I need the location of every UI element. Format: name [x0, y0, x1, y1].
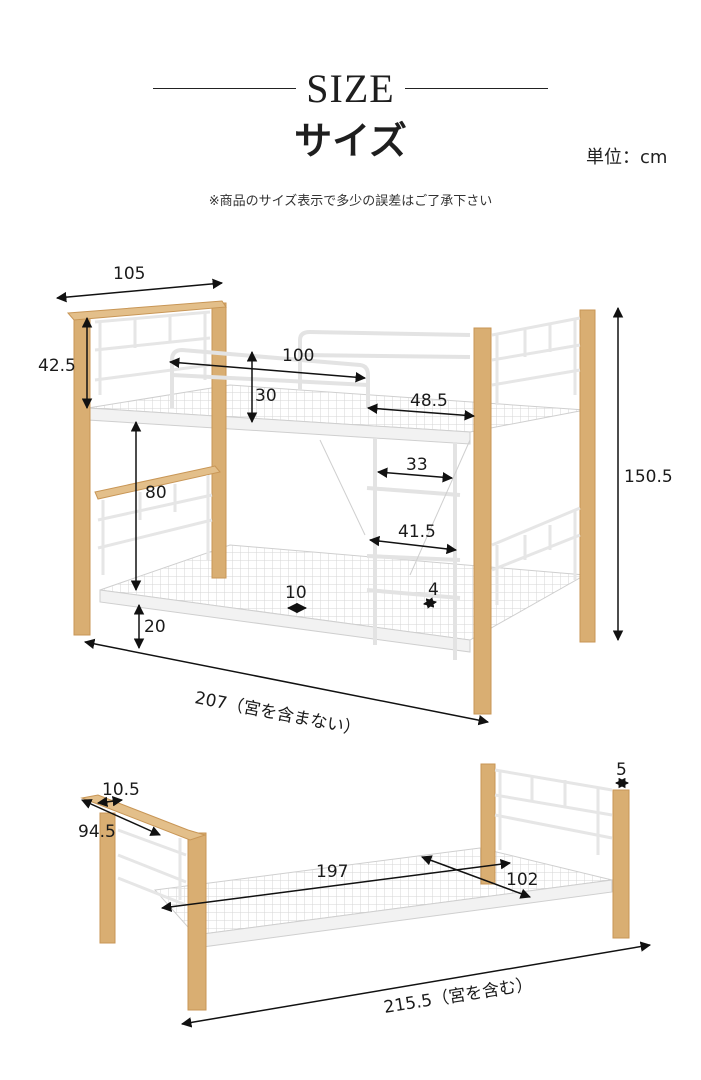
dim-ladder-width-41-5: 41.5	[398, 522, 436, 542]
dim-headboard-42-5: 42.5	[38, 356, 76, 376]
title-rule-left	[153, 88, 296, 89]
size-note: ※商品のサイズ表示で多少の誤差はご了承下さい	[208, 194, 493, 209]
dim-post-5: 5	[616, 760, 627, 780]
dim-opening-48-5: 48.5	[410, 391, 448, 411]
unit-label: 単位：cm	[586, 147, 668, 168]
dim-floor-clearance-20: 20	[144, 617, 166, 637]
dim-total-height-150-5: 150.5	[624, 467, 673, 487]
dim-guard-length-100: 100	[282, 346, 315, 366]
dim-ladder-step-33: 33	[406, 455, 428, 475]
bunk-bed-illustration	[55, 278, 624, 726]
dim-shelf-depth-10-5: 10.5	[102, 780, 140, 800]
dim-inner-length-197: 197	[316, 862, 349, 882]
dim-width-105: 105	[113, 264, 146, 284]
title-rule-right	[405, 88, 548, 89]
dim-slat-gap-10: 10	[285, 583, 307, 603]
dim-inner-width-102: 102	[506, 870, 539, 890]
title-japanese: サイズ	[294, 118, 407, 163]
dim-shelf-width-94-5: 94.5	[78, 822, 116, 842]
dim-guard-height-30: 30	[255, 386, 277, 406]
dim-ladder-rung-4: 4	[428, 580, 439, 600]
single-bed-illustration	[80, 763, 652, 1028]
title-english: SIZE	[306, 66, 395, 111]
dim-under-clearance-80: 80	[145, 483, 167, 503]
